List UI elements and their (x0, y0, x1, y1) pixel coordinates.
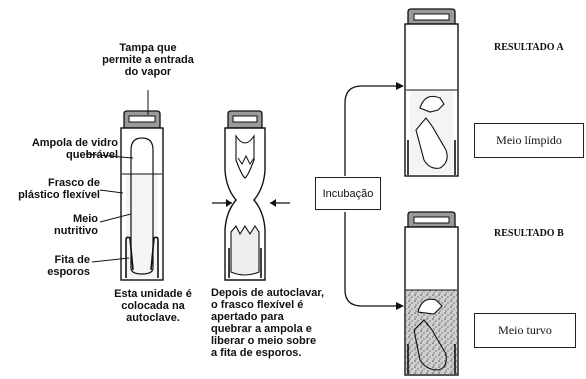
result-b-box: Meio turvo (474, 313, 576, 348)
unit-caption: Esta unidade é colocada na autoclave. (114, 288, 192, 324)
vial-intact (120, 110, 164, 281)
incubation-box: Incubação (315, 177, 381, 210)
incubation-arrows (344, 82, 404, 310)
vial-result-a (404, 8, 459, 177)
result-a-box: Meio límpido (474, 123, 584, 158)
leader-lines (85, 90, 149, 263)
vial-result-b (404, 211, 459, 376)
result-a-title: RESULTADO A (494, 42, 564, 53)
ampoule-label: Ampola de vidro quebrável (31, 137, 118, 161)
cap-label: Tampa que permite a entrada do vapor (102, 42, 194, 78)
glass-ampoule (130, 137, 154, 275)
spore-strip (125, 236, 159, 278)
vial-squeezed (212, 110, 290, 281)
after-autoclave-caption: Depois de autoclavar, o frasco flexível … (211, 287, 325, 359)
flask-label: Frasco de plástico flexível (18, 177, 100, 201)
spore-strip-label: Fita de esporos (47, 254, 90, 278)
medium-label: Meio nutritivo (54, 213, 98, 237)
result-b-title: RESULTADO B (494, 228, 564, 239)
